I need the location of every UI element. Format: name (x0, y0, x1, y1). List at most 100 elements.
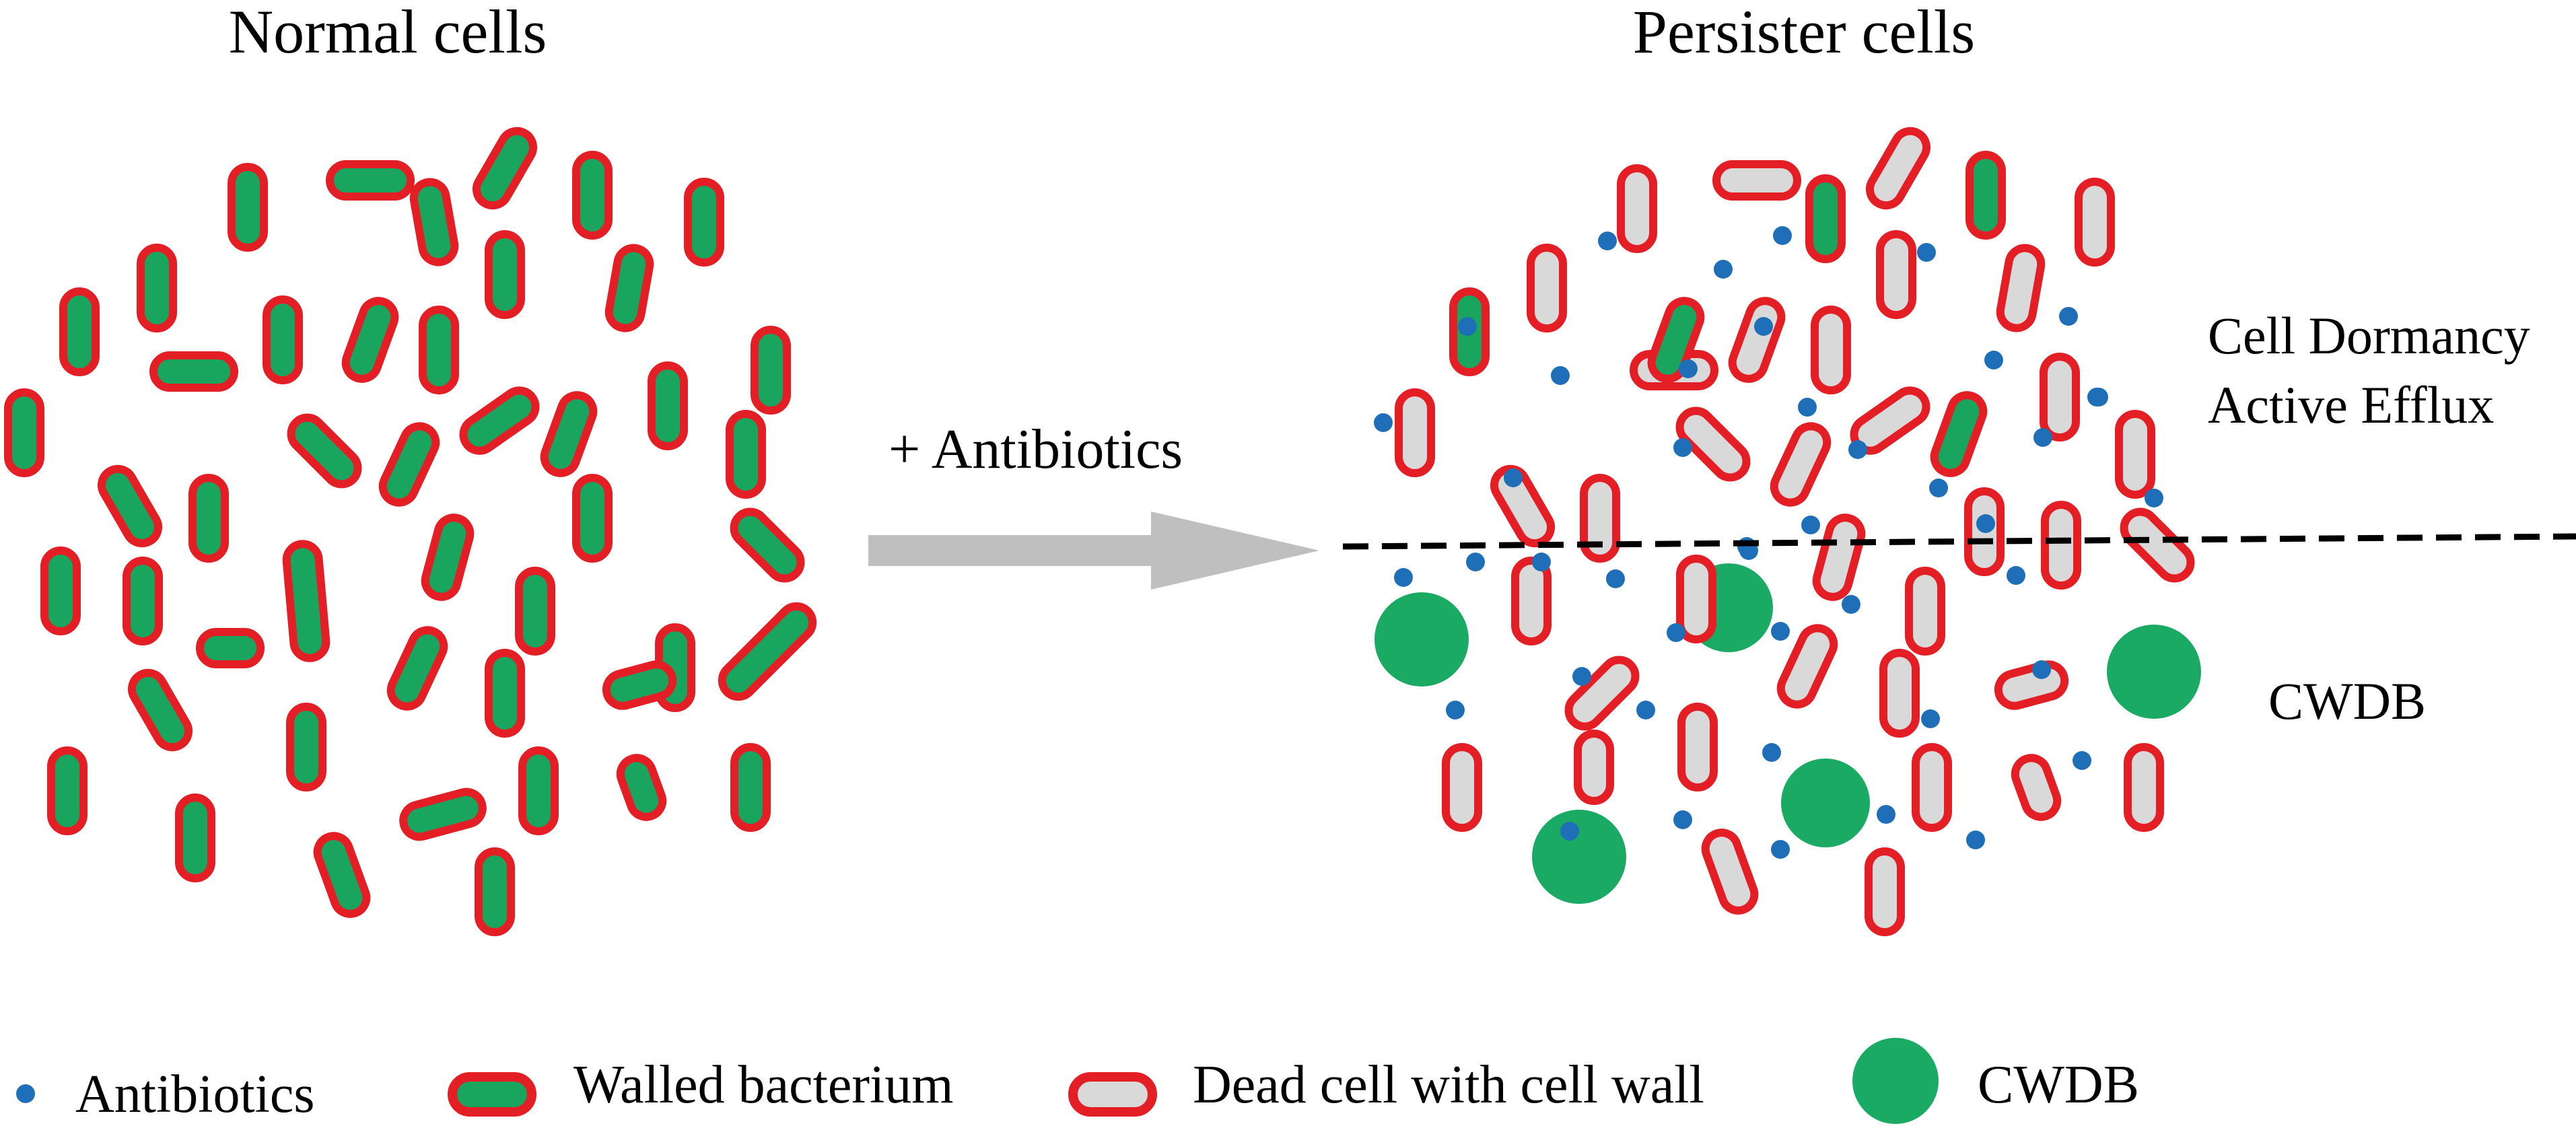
antibiotic-molecule (1560, 822, 1579, 841)
active-efflux-label: Active Efflux (2208, 376, 2494, 434)
walled-bacterium (1805, 174, 1846, 263)
antibiotic-molecule (1394, 568, 1413, 587)
dead-cell-with-cell-wall (1675, 407, 1751, 482)
walled-bacterium (1647, 297, 1705, 383)
antibiotic-molecule (1773, 226, 1792, 245)
walled-bacterium (485, 230, 525, 319)
antibiotic-molecule (1679, 359, 1698, 378)
walled-bacterium (98, 464, 162, 548)
dead-cell-with-cell-wall (1996, 244, 2046, 332)
walled-bacterium (485, 649, 525, 738)
antibiotic-molecule (1446, 701, 1465, 719)
walled-bacterium (386, 626, 448, 711)
walled-bacterium (287, 413, 362, 489)
walled-bacterium (684, 178, 724, 267)
dead-cell-with-cell-wall (1812, 514, 1866, 601)
dead-cell-with-cell-wall (2124, 743, 2164, 832)
legend-cwdb-label: CWDB (1978, 1055, 2139, 1115)
legend-walled-bacterium-icon (448, 1072, 536, 1117)
dead-cell-with-cell-wall (1617, 164, 1657, 253)
dead-cell-with-cell-wall (1677, 703, 1718, 791)
walled-bacterium (4, 388, 44, 477)
cell-dormancy-label: Cell Dormancy (2208, 306, 2530, 365)
antibiotic-molecule (1673, 810, 1692, 829)
walled-bacterium (604, 244, 654, 332)
dead-cell-with-cell-wall (1527, 244, 1567, 332)
cwdb-population (1374, 563, 2201, 904)
walled-bacterium (616, 754, 667, 821)
dead-cell-with-cell-wall (1776, 624, 1838, 709)
antibiotic-molecule (1673, 438, 1692, 457)
walled-bacterium (409, 178, 459, 267)
antibiotic-molecule (1762, 743, 1781, 762)
antibiotic-molecule (1842, 595, 1860, 614)
legend: Antibiotics Walled bacterium Dead cell w… (16, 1038, 2139, 1124)
walled-bacterium (419, 306, 459, 394)
antibiotic-molecule (1714, 260, 1733, 279)
walled-bacterium (421, 514, 475, 601)
dead-cell-with-cell-wall (1770, 422, 1832, 507)
dormancy-divider-line (1342, 533, 2576, 550)
persister-cells-population (1395, 127, 2195, 936)
antibiotic-molecule (1606, 569, 1625, 588)
walled-bacterium (475, 847, 515, 936)
dead-cell-with-cell-wall (2120, 507, 2195, 583)
antibiotics-arrow-label: + Antibiotics (889, 418, 1183, 481)
antibiotic-molecule (2059, 307, 2078, 326)
dead-cell-with-cell-wall (1879, 649, 1920, 738)
walled-bacterium (40, 547, 81, 635)
walled-bacterium (718, 602, 817, 701)
walled-bacterium (515, 567, 555, 656)
walled-bacterium (378, 422, 440, 507)
arrow-head (1151, 512, 1319, 590)
persister-cells-title: Persister cells (1633, 0, 1975, 66)
dead-cell-with-cell-wall (1580, 474, 1620, 563)
antibiotic-molecules (1374, 226, 2163, 859)
dead-cell-with-cell-wall (2115, 410, 2155, 499)
normal-cells-title: Normal cells (229, 0, 547, 66)
walled-bacterium (602, 660, 677, 710)
dead-cell-with-cell-wall (1511, 557, 1552, 645)
walled-bacterium (648, 361, 688, 450)
dead-cell-with-cell-wall (1728, 297, 1786, 383)
normal-cells-population (4, 127, 817, 936)
antibiotic-molecule (1636, 701, 1655, 719)
antibiotic-molecule (1798, 398, 1817, 417)
walled-bacterium (59, 287, 100, 376)
antibiotic-molecule (1504, 468, 1523, 487)
cwdb-body (2107, 625, 2201, 719)
dead-cell-with-cell-wall (1994, 660, 2069, 710)
cwdb-body (1781, 759, 1870, 847)
walled-bacterium (188, 474, 229, 563)
antibiotic-molecule (1877, 805, 1895, 824)
walled-bacterium (128, 668, 193, 752)
dead-cell-with-cell-wall (2075, 178, 2115, 267)
walled-bacterium (149, 351, 238, 392)
antibiotic-molecule (1754, 317, 1773, 336)
dead-cell-with-cell-wall (1905, 567, 1945, 656)
dead-cell-with-cell-wall (1676, 555, 1716, 643)
walled-bacterium (730, 743, 771, 832)
antibiotic-molecule (2145, 489, 2163, 507)
walled-bacterium (572, 474, 613, 563)
antibiotic-molecule (1551, 366, 1570, 385)
dead-cell-with-cell-wall (1912, 743, 1952, 832)
walled-bacterium (263, 295, 303, 384)
antibiotic-molecule (1976, 514, 1995, 533)
walled-bacterium (137, 244, 177, 332)
dead-cell-with-cell-wall (1701, 829, 1759, 915)
walled-bacterium (47, 746, 88, 835)
walled-bacterium (518, 746, 559, 835)
walled-bacterium (399, 787, 487, 841)
walled-bacterium (1930, 391, 1988, 477)
arrow-shaft (868, 535, 1164, 566)
dead-cell-with-cell-wall (1574, 730, 1614, 805)
cwdb-body (1532, 810, 1626, 904)
legend-dead-cell-label: Dead cell with cell wall (1193, 1055, 1704, 1115)
dead-cell-with-cell-wall (1395, 388, 1435, 477)
dead-cell-with-cell-wall (1865, 847, 1905, 936)
cwdb-side-label: CWDB (2268, 672, 2426, 730)
dead-cell-with-cell-wall (1490, 464, 1555, 548)
antibiotic-molecule (1572, 667, 1591, 686)
